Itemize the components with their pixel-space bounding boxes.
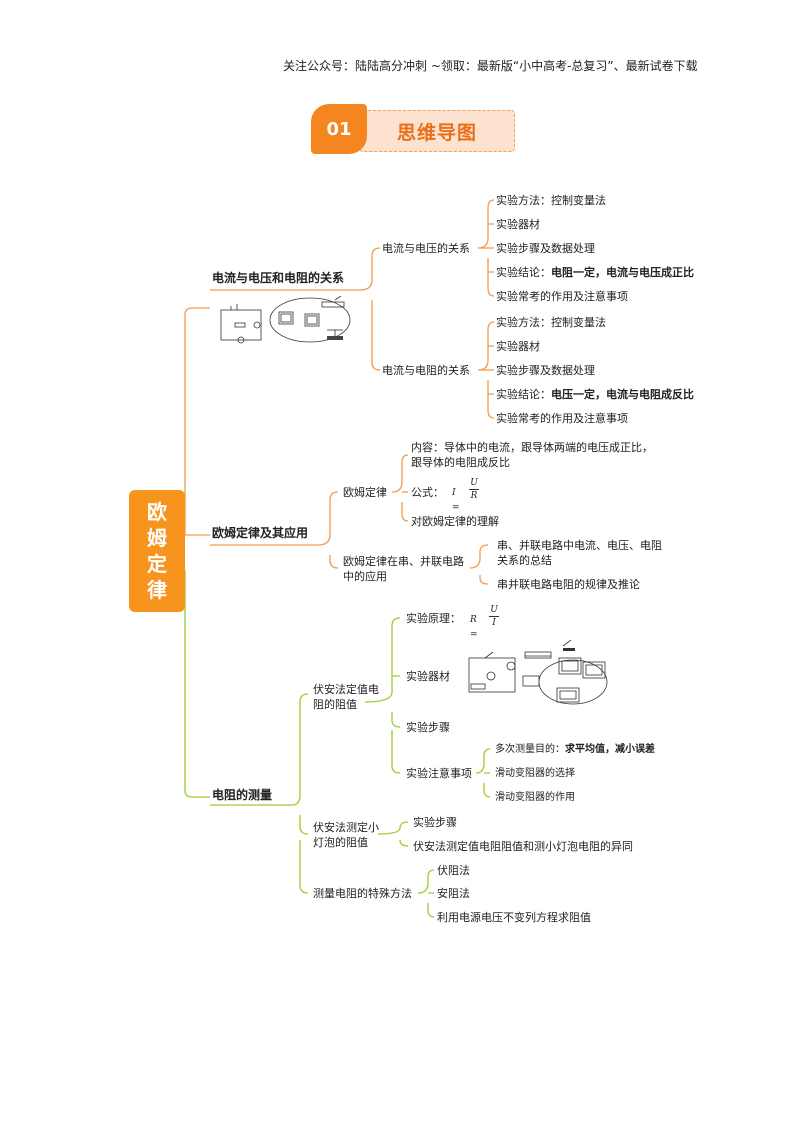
series-parallel-resistance-rules: 串并联电路电阻的规律及推论 — [497, 578, 640, 591]
principle-denominator: I — [492, 618, 496, 628]
principle-numerator: U — [489, 605, 499, 617]
b1s2-equipment: 实验器材 — [496, 340, 540, 353]
formula-numerator: U — [469, 478, 479, 490]
circuit-apparatus-figure-1 — [220, 296, 351, 344]
principle-label: 实验原理： — [406, 612, 461, 625]
ohms-law-understanding: 对欧姆定律的理解 — [411, 515, 499, 528]
b1s2-steps: 实验步骤及数据处理 — [496, 364, 595, 377]
connector-root-b1 — [184, 307, 210, 535]
b1s1-conclusion-bold: 电阻一定，电流与电压成正比 — [551, 266, 694, 279]
node-current-voltage-relation: 电流与电压的关系 — [382, 242, 470, 255]
badge-title: 思维导图 — [359, 110, 515, 152]
b1s1-method: 实验方法：控制变量法 — [496, 194, 606, 207]
note-repeat-prefix: 多次测量目的： — [495, 744, 565, 755]
connector-b2s1-items — [391, 454, 409, 522]
note-rheostat-selection: 滑动变阻器的选择 — [495, 768, 575, 779]
b1s1-notes: 实验常考的作用及注意事项 — [496, 290, 628, 303]
b1s2-notes: 实验常考的作用及注意事项 — [496, 412, 628, 425]
bulb-steps: 实验步骤 — [413, 816, 457, 829]
b1s1-conclusion: 实验结论：电阻一定，电流与电压成正比 — [496, 265, 694, 280]
b1s1-conclusion-prefix: 实验结论： — [496, 266, 551, 279]
node-ohms-law-series-parallel-line1: 欧姆定律在串、并联电路 — [343, 555, 464, 568]
note-rheostat-function: 滑动变阻器的作用 — [495, 792, 575, 803]
node-voltammetry-fixed-line1: 伏安法定值电 — [313, 683, 379, 696]
series-parallel-summary-line2: 关系的总结 — [497, 554, 552, 567]
b1s2-conclusion: 实验结论：电压一定，电流与电阻成反比 — [496, 387, 694, 402]
connector-b2s2-items — [469, 544, 489, 585]
ohms-law-content-line1: 内容：导体中的电流，跟导体两端的电压成正比， — [411, 441, 653, 454]
root-label: 欧姆定律 — [147, 500, 167, 602]
branch-resistance-measurement: 电阻的测量 — [212, 788, 273, 802]
node-voltammetry-bulb-line2: 灯泡的阻值 — [313, 836, 368, 849]
note-repeat-bold: 求平均值，减小误差 — [565, 744, 655, 755]
ohms-law-content-line2: 跟导体的电阻成反比 — [411, 456, 510, 469]
connector-b3-sub — [291, 693, 309, 894]
b1s2-conclusion-prefix: 实验结论： — [496, 388, 551, 401]
formula-lhs: I = — [452, 488, 460, 513]
connector-b2-sub — [317, 491, 339, 569]
series-parallel-summary-line1: 串、并联电路中电流、电压、电阻 — [497, 539, 662, 552]
branch-ohms-law-application: 欧姆定律及其应用 — [212, 526, 309, 540]
special-method-equation: 利用电源电压不变列方程求阻值 — [437, 911, 591, 924]
connector-b1-sub — [359, 247, 381, 371]
b1s2-conclusion-bold: 电压一定，电流与电阻成反比 — [551, 388, 694, 401]
branch-current-voltage-resistance: 电流与电压和电阻的关系 — [212, 271, 345, 285]
ohms-law-formula-label: 公式： — [411, 486, 444, 499]
node-voltammetry-bulb-line1: 伏安法测定小 — [313, 821, 379, 834]
b1s1-steps: 实验步骤及数据处理 — [496, 242, 595, 255]
connector-b1s2-items — [477, 321, 495, 419]
principle-lhs: R = — [470, 615, 478, 640]
node-special-methods: 测量电阻的特殊方法 — [313, 887, 412, 900]
connector-b3s3-items — [417, 869, 435, 918]
node-ohms-law-series-parallel-line2: 中的应用 — [343, 570, 387, 583]
note-repeat-purpose: 多次测量目的：求平均值，减小误差 — [495, 742, 655, 757]
b1s1-equipment: 实验器材 — [496, 218, 540, 231]
voltammetry-notes: 实验注意事项 — [406, 767, 472, 780]
section-badge: 思维导图 01 — [311, 104, 515, 154]
connector-b3s1-notes — [475, 748, 491, 798]
special-method-voltmeter: 伏阻法 — [437, 864, 470, 877]
badge-number: 01 — [311, 104, 367, 154]
connector-b1s1-items — [477, 199, 495, 297]
root-node: 欧姆定律 — [129, 490, 185, 612]
node-ohms-law: 欧姆定律 — [343, 486, 387, 499]
voltammetry-equipment: 实验器材 — [406, 670, 450, 683]
special-method-ammeter: 安阻法 — [437, 887, 470, 900]
page-header-text: 关注公众号：陆陆高分冲刺 ~领取：最新版“小中高考-总复习”、最新试卷下载 — [283, 59, 698, 73]
node-current-resistance-relation: 电流与电阻的关系 — [382, 364, 470, 377]
formula-denominator: R — [470, 491, 478, 501]
connector-b3s1-items — [364, 617, 401, 774]
node-voltammetry-fixed-line2: 阻的阻值 — [313, 698, 357, 711]
b1s2-method: 实验方法：控制变量法 — [496, 316, 606, 329]
voltammetry-steps: 实验步骤 — [406, 721, 450, 734]
bulb-compare: 伏安法测定值电阻阻值和测小灯泡电阻的异同 — [413, 840, 633, 853]
connector-b3s2-items — [377, 821, 409, 847]
circuit-apparatus-figure-2 — [468, 640, 608, 705]
connector-root-b3 — [184, 570, 210, 798]
